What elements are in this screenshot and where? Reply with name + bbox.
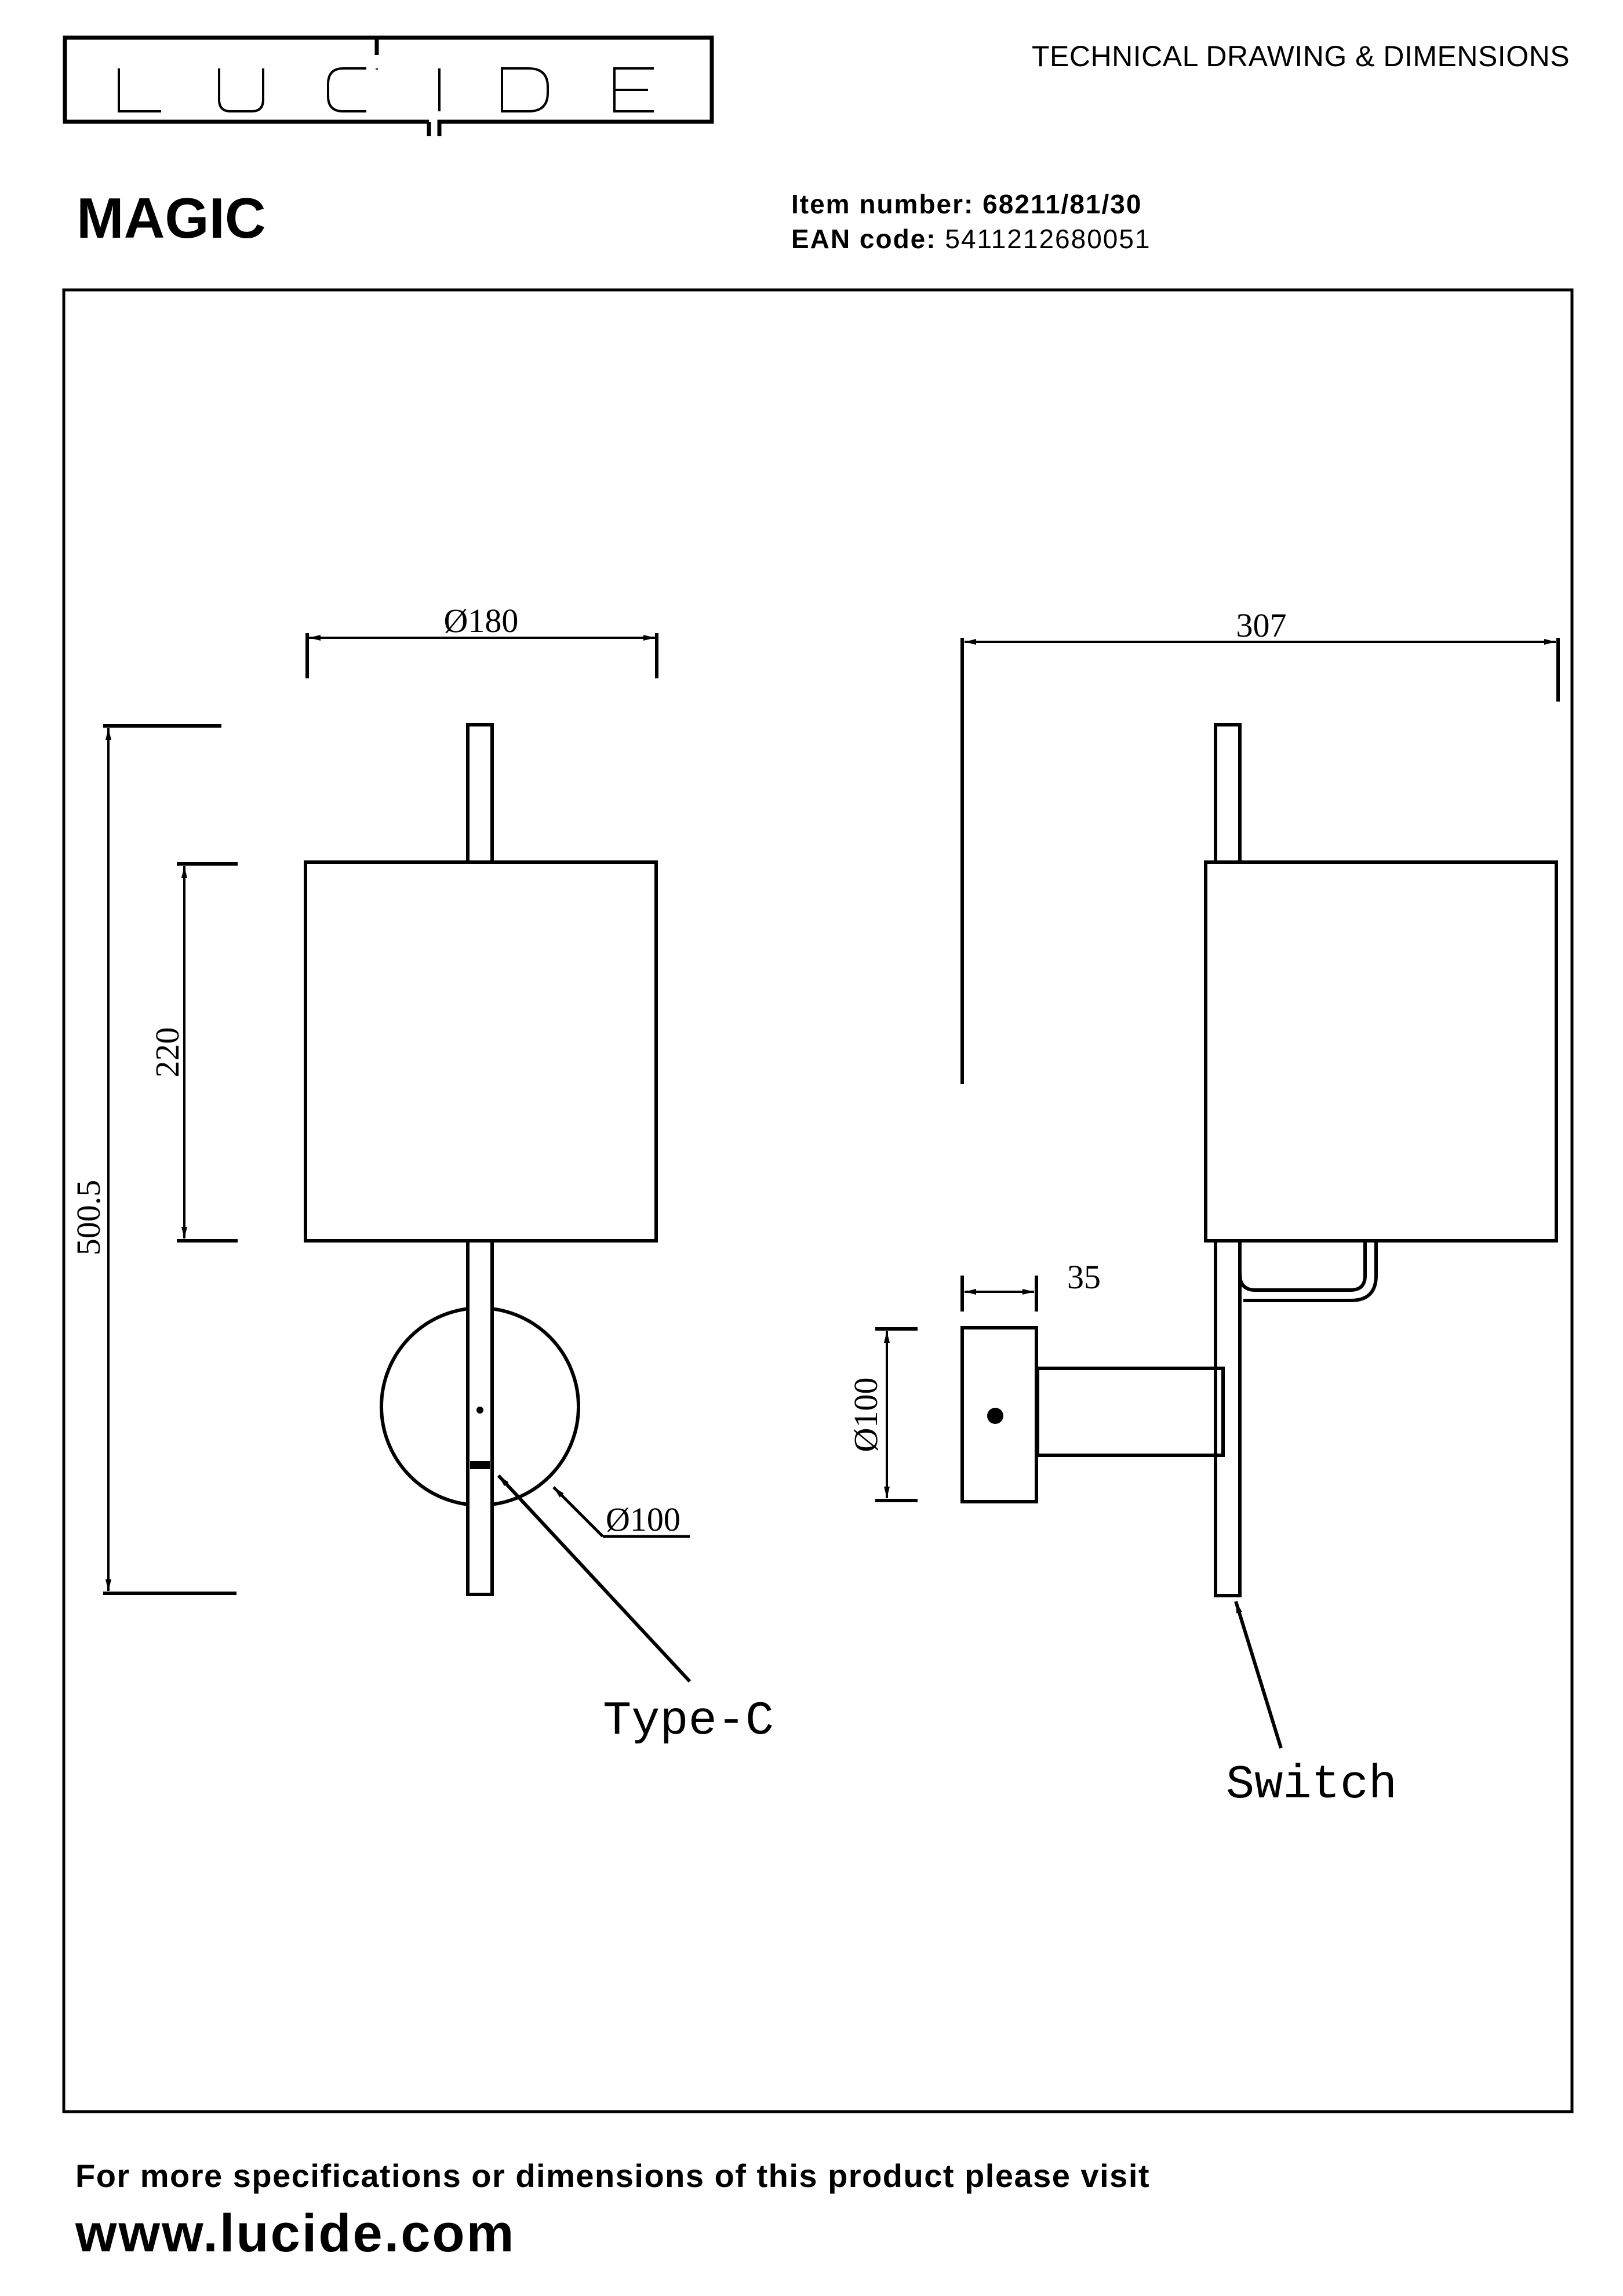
switch-knob-icon [987, 1408, 1003, 1424]
side-view [960, 638, 1558, 1597]
item-number: Item number: 68211/81/30 [791, 188, 1142, 220]
ean-label: EAN code: [791, 224, 937, 254]
front-width-dimension: Ø180 [444, 602, 519, 640]
type-c-label: Type-C [603, 1694, 774, 1748]
lucide-logo [63, 35, 714, 136]
side-backplate-dimension: Ø100 [847, 1378, 885, 1452]
document-type: TECHNICAL DRAWING & DIMENSIONS [1032, 40, 1570, 72]
ean-value: 5411212680051 [945, 224, 1151, 254]
footer-note: For more specifications or dimensions of… [75, 2157, 1151, 2194]
side-arm [1036, 1367, 1225, 1457]
item-number-value: 68211/81/30 [982, 189, 1142, 219]
drawing-frame [62, 288, 1574, 2113]
total-height-dimension: 500.5 [70, 1180, 107, 1256]
front-view [304, 723, 658, 1596]
shade-height-dimension: 220 [148, 1027, 186, 1078]
shade-bracket [1238, 1241, 1367, 1292]
product-name: MAGIC [77, 186, 266, 250]
usb-c-port [470, 1461, 490, 1469]
front-lower-rod [466, 1239, 494, 1596]
backplate-depth-dimension: 35 [1067, 1258, 1101, 1296]
ean-code: EAN code: 5411212680051 [791, 223, 1151, 255]
front-upper-rod [466, 723, 494, 864]
indicator-dot-icon [476, 1407, 483, 1414]
front-shade [304, 860, 658, 1243]
switch-label: Switch [1226, 1758, 1397, 1812]
front-backplate-dimension: Ø100 [606, 1501, 681, 1538]
footer-link[interactable]: www.lucide.com [75, 2204, 516, 2263]
item-number-label: Item number: [791, 189, 974, 219]
side-depth-dimension: 307 [1236, 606, 1287, 644]
side-shade [1204, 860, 1558, 1243]
